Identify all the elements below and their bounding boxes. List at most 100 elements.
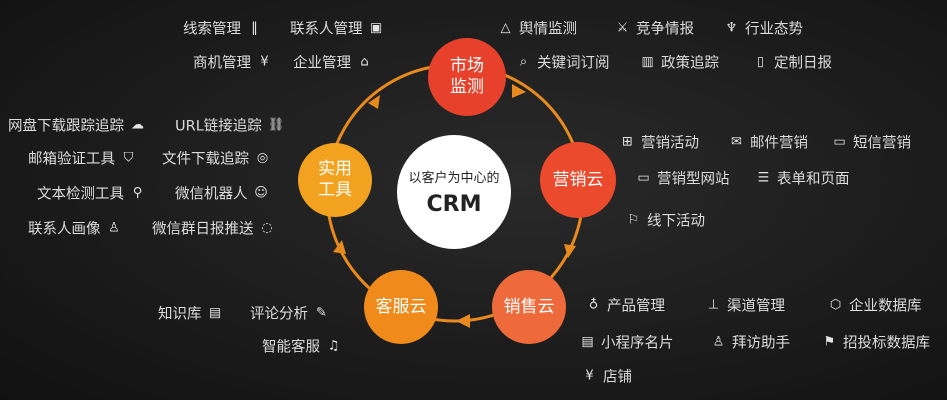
node-label: 销售云 <box>503 296 555 317</box>
tool-item[interactable]: 线索管理 ‖ <box>183 18 262 39</box>
book-icon: ▥ <box>641 54 654 70</box>
node-label: 实用工具 <box>318 159 352 200</box>
sales-item[interactable]: ⬡ 企业数据库 <box>828 295 922 316</box>
arrow-icon <box>368 95 380 109</box>
tool-item[interactable]: 微信群日报推送 ◌ <box>152 218 275 239</box>
target-icon: ◎ <box>256 150 269 166</box>
search-icon: ⚲ <box>132 185 143 201</box>
item-label: 企业数据库 <box>849 298 922 315</box>
node-market[interactable]: 市场监测 <box>428 38 506 116</box>
tool-item[interactable]: 商机管理¥ <box>193 52 272 73</box>
market-item[interactable]: ♆行业态势 <box>724 18 803 39</box>
item-label: 智能客服 <box>262 339 320 356</box>
users-icon: ♙ <box>712 334 725 350</box>
swords-icon: ⚔ <box>616 20 629 36</box>
item-label: 联系人画像 <box>28 221 101 238</box>
item-label: 表单和页面 <box>777 171 850 188</box>
item-label: 小程序名片 <box>601 335 674 352</box>
flag-icon: ⚐ <box>627 212 640 228</box>
tool-item[interactable]: 网盘下载跟踪追踪☁ <box>8 115 145 136</box>
market-item[interactable]: ⌕关键词订阅 <box>516 52 610 73</box>
tool-item[interactable]: 联系人管理 ▣ <box>290 18 384 39</box>
item-label: 邮箱验证工具 <box>28 151 115 168</box>
item-label: 线索管理 <box>183 21 241 38</box>
arrow-icon <box>512 84 526 98</box>
sales-item[interactable]: ▤小程序名片 <box>580 332 674 353</box>
item-label: 企业管理 <box>293 55 351 72</box>
crm-center: 以客户为中心的 CRM <box>397 135 511 249</box>
tool-item[interactable]: 文件下载追踪 ◎ <box>162 148 270 169</box>
arrow-icon <box>333 240 346 254</box>
node-service[interactable]: 客服云 <box>364 270 438 344</box>
item-label: 短信营销 <box>853 135 911 152</box>
node-sales[interactable]: 销售云 <box>492 270 566 344</box>
headset-icon: ♫ <box>327 338 340 354</box>
item-label: URL链接追踪 <box>175 118 262 135</box>
item-label: 文件下载追踪 <box>162 151 249 168</box>
sales-item[interactable]: ♙ 拜访助手 <box>711 332 790 353</box>
mail-icon: ✉ <box>731 134 742 150</box>
item-label: 联系人管理 <box>290 21 363 38</box>
center-title: CRM <box>426 192 482 217</box>
item-label: 关键词订阅 <box>537 55 610 72</box>
arrow-icon <box>456 314 470 328</box>
item-label: 政策追踪 <box>661 55 719 72</box>
user-icon: ♙ <box>108 220 120 236</box>
marketing-item[interactable]: ☰ 表单和页面 <box>756 168 850 189</box>
sales-item[interactable]: ⚑招投标数据库 <box>822 332 930 353</box>
market-item[interactable]: ▯定制日报 <box>753 52 832 73</box>
item-label: 营销活动 <box>641 135 699 152</box>
node-label: 营销云 <box>552 169 604 190</box>
marketing-item[interactable]: ⊞营销活动 <box>620 132 699 153</box>
item-label: 网盘下载跟踪追踪 <box>8 118 124 135</box>
hierarchy-icon: ⊥ <box>707 297 720 313</box>
contact-card-icon: ▣ <box>369 20 383 36</box>
tool-item[interactable]: 联系人画像 ♙ <box>28 218 122 239</box>
item-label: 竞争情报 <box>636 21 694 38</box>
service-item[interactable]: 评论分析✎ <box>250 303 329 324</box>
pencil-icon: ✎ <box>316 305 327 321</box>
bulb-icon: ♁ <box>588 297 599 313</box>
item-label: 营销型网站 <box>657 171 730 188</box>
cube-icon: ⬡ <box>829 297 842 313</box>
item-label: 微信群日报推送 <box>152 221 254 238</box>
wechat-icon: ☺ <box>254 185 268 201</box>
yen-icon: ¥ <box>260 54 269 70</box>
node-label: 客服云 <box>375 296 427 317</box>
node-tools[interactable]: 实用工具 <box>298 143 372 217</box>
bars-icon: ‖ <box>251 20 258 36</box>
item-label: 定制日报 <box>774 55 832 72</box>
bell-icon: △ <box>500 20 511 36</box>
item-label: 微信机器人 <box>175 186 248 203</box>
marketing-item[interactable]: ▭ 短信营销 <box>832 132 911 153</box>
tool-item[interactable]: 企业管理⌂ <box>293 52 372 73</box>
marketing-item[interactable]: ▭ 营销型网站 <box>636 168 730 189</box>
item-label: 招投标数据库 <box>843 335 930 352</box>
message-icon: ▭ <box>833 134 846 150</box>
item-label: 拜访助手 <box>732 335 790 352</box>
center-subtitle: 以客户为中心的 <box>408 171 500 186</box>
form-icon: ☰ <box>757 170 770 186</box>
monitor-icon: ▭ <box>637 170 650 186</box>
service-item[interactable]: 智能客服 ♫ <box>262 336 341 357</box>
sales-item[interactable]: ¥店铺 <box>582 366 632 387</box>
service-item[interactable]: 知识库▤ <box>158 303 223 324</box>
item-label: 邮件营销 <box>750 135 808 152</box>
sales-item[interactable]: ♁ 产品管理 <box>586 295 665 316</box>
node-marketing[interactable]: 营销云 <box>540 142 616 218</box>
link-icon: ⛓ <box>267 117 285 133</box>
marketing-item[interactable]: ✉ 邮件营销 <box>729 132 808 153</box>
tool-item[interactable]: 邮箱验证工具⛉ <box>28 148 136 169</box>
item-label: 舆情监测 <box>519 21 577 38</box>
tool-item[interactable]: URL链接追踪 ⛓ <box>175 115 285 136</box>
item-label: 产品管理 <box>607 298 665 315</box>
tool-item[interactable]: 微信机器人 ☺ <box>175 183 269 204</box>
market-item[interactable]: △ 舆情监测 <box>498 18 578 39</box>
market-item[interactable]: ⚔ 竞争情报 <box>615 18 694 39</box>
market-item[interactable]: ▥ 政策追踪 <box>640 52 719 73</box>
chat-icon: ◌ <box>261 220 273 236</box>
tool-item[interactable]: 文本检测工具 ⚲ <box>37 183 145 204</box>
item-label: 文本检测工具 <box>37 186 124 203</box>
sales-item[interactable]: ⊥渠道管理 <box>706 295 785 316</box>
marketing-item[interactable]: ⚐线下活动 <box>626 210 705 231</box>
